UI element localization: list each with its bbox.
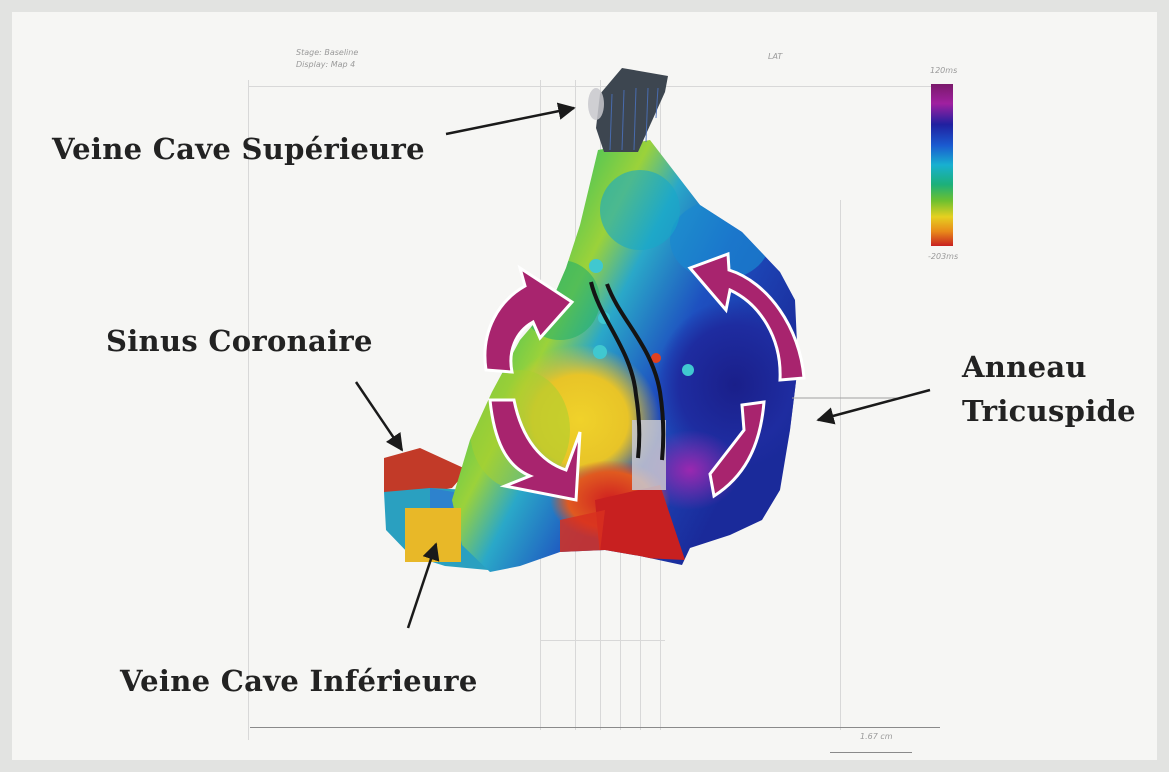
svc-arrow [446, 108, 574, 134]
color-scale-bar [931, 84, 953, 246]
cs-arrow [356, 382, 402, 450]
label-svc: Veine Cave Supérieure [52, 132, 425, 166]
label-ivc: Veine Cave Inférieure [120, 664, 478, 698]
label-tricuspid-line1: Anneau [962, 350, 1087, 384]
ta-arrow [818, 390, 930, 420]
label-coronary-sinus: Sinus Coronaire [106, 324, 373, 358]
label-tricuspid-line2: Tricuspide [962, 394, 1136, 428]
svc-marker [596, 68, 668, 152]
